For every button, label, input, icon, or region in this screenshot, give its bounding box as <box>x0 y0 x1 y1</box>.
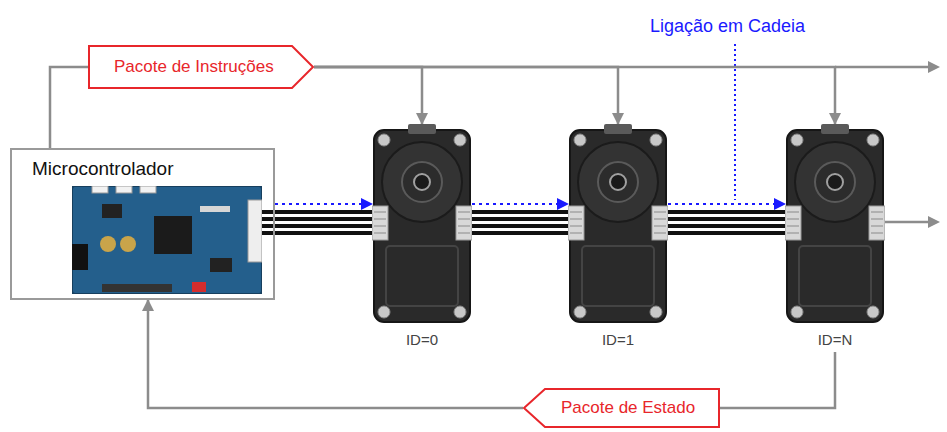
controller-box: Microcontrolador <box>10 148 275 300</box>
chain-out-line <box>885 221 930 224</box>
servo-motor: ID=N <box>785 124 885 352</box>
packet-arrow: Pacote de Estado <box>523 388 720 428</box>
signal-line <box>314 67 835 124</box>
bus-arrowhead <box>928 61 940 73</box>
node-text: ID=1 <box>568 330 668 352</box>
signal-line <box>720 352 835 408</box>
chain-arrow <box>668 203 785 205</box>
node-text: ID=N <box>785 330 885 352</box>
signal-line <box>50 67 88 148</box>
bus-line <box>835 66 930 69</box>
servo-motor: ID=1 <box>568 124 668 352</box>
chain-arrow <box>275 203 372 205</box>
arrow-outline <box>89 46 313 88</box>
servo-illustration <box>372 124 472 324</box>
servo-illustration <box>785 124 885 324</box>
servo-illustration <box>568 124 668 324</box>
signal-line <box>314 67 618 124</box>
chain-arrow <box>472 203 568 205</box>
annotation-label: Ligação em Cadeia <box>650 16 805 37</box>
node-text: Microcontrolador <box>12 150 174 180</box>
node-text: ID=0 <box>372 330 472 352</box>
cable-bundle <box>250 212 787 233</box>
chain-out-arrowhead <box>928 216 940 228</box>
arrow-outline <box>524 389 719 427</box>
packet-arrow: Pacote de Instruções <box>88 45 314 89</box>
signal-line <box>314 67 422 124</box>
board-illustration <box>72 186 262 294</box>
node-text: Pacote de Estado <box>523 388 719 428</box>
servo-motor: ID=0 <box>372 124 472 352</box>
node-text: Pacote de Instruções <box>88 45 314 89</box>
